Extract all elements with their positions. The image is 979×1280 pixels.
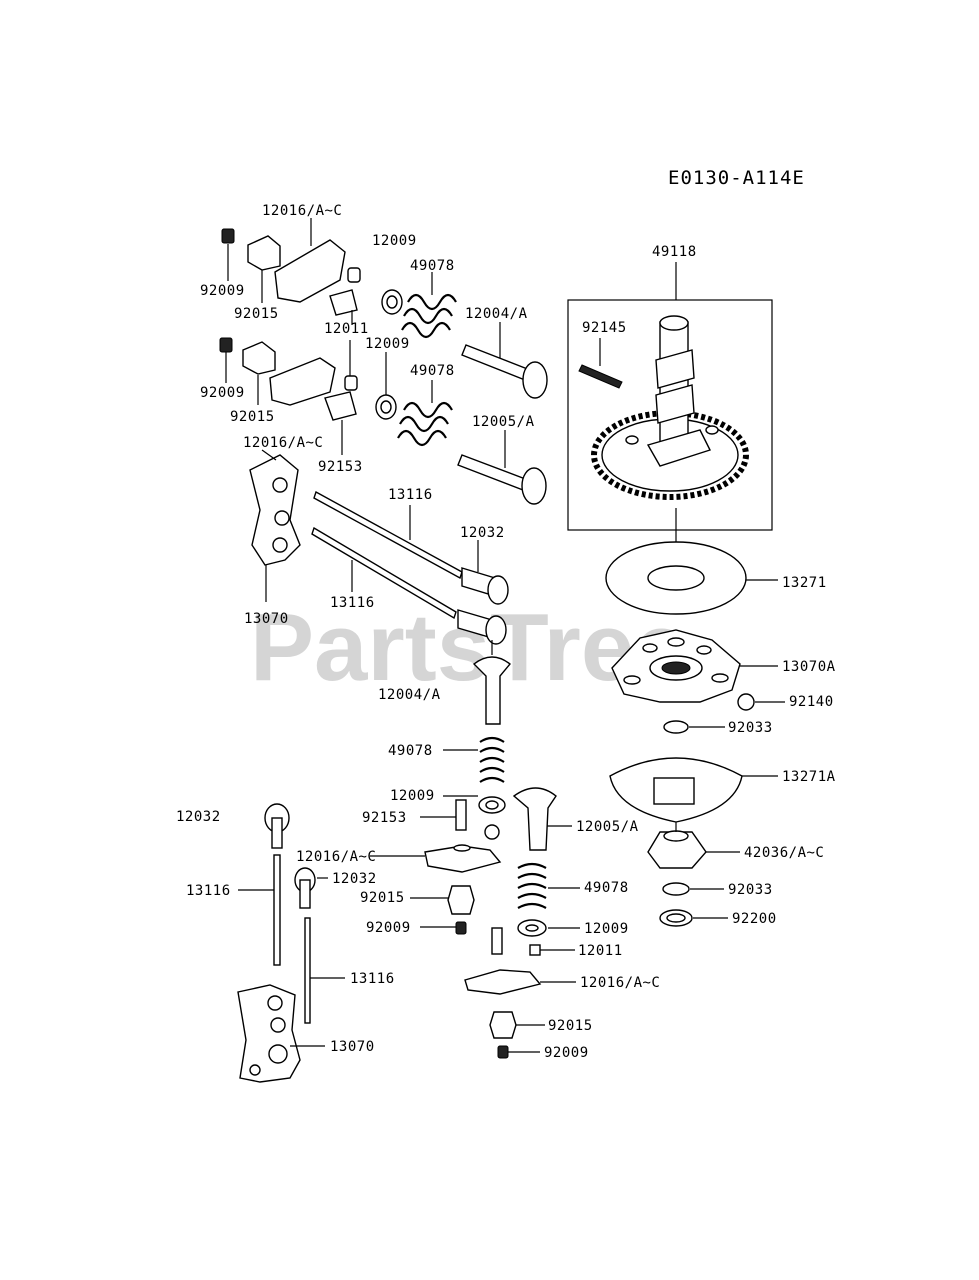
label-12032-a: 12032 xyxy=(460,525,505,541)
label-13116-a: 13116 xyxy=(388,487,433,503)
rocker-plate-13070-lower xyxy=(237,984,325,1083)
label-12011-b: 12011 xyxy=(578,943,623,959)
watermark-text: PartsTree xyxy=(250,594,688,701)
tappet-12032-center-left xyxy=(294,867,328,909)
label-13271A: 13271A xyxy=(782,769,836,785)
label-92009-d: 92009 xyxy=(544,1045,589,1061)
label-92009-a: 92009 xyxy=(200,283,245,299)
label-12032-c: 12032 xyxy=(332,871,377,887)
pivot-nut-92015-center xyxy=(410,885,475,915)
intake-valve-12004-upper xyxy=(461,322,548,399)
valve-spring-49078-center-lower xyxy=(517,862,580,909)
adjusting-screw-92009-upper xyxy=(221,228,235,281)
label-92033-b: 92033 xyxy=(728,882,773,898)
tappet-12032-left xyxy=(264,803,290,849)
label-13116-b: 13116 xyxy=(330,595,375,611)
ball-92140 xyxy=(737,693,785,711)
pivot-bolt-12011-upper xyxy=(329,289,358,325)
rocker-arm-12016-lower xyxy=(464,969,576,995)
pivot-nut-92015-lower-center xyxy=(489,1011,545,1039)
label-12009-d: 12009 xyxy=(584,921,629,937)
pivot-bolt-12011-lower xyxy=(491,927,575,956)
label-92009-c: 92009 xyxy=(366,920,411,936)
label-49118: 49118 xyxy=(652,244,697,260)
label-49078-b: 49078 xyxy=(410,363,455,379)
adjusting-screw-92009-center xyxy=(420,921,467,935)
plate-13271 xyxy=(605,541,778,615)
rocker-arm-12016-lower xyxy=(269,340,358,406)
label-12004-b: 12004/A xyxy=(378,687,441,703)
camshaft-assembly-box-49118 xyxy=(567,262,773,531)
push-rod-13116-left xyxy=(238,854,281,966)
label-49078-d: 49078 xyxy=(584,880,629,896)
label-12016-b: 12016/A~C xyxy=(243,435,323,451)
label-13271: 13271 xyxy=(782,575,827,591)
label-92015-c: 92015 xyxy=(360,890,405,906)
label-13116-c: 13116 xyxy=(186,883,231,899)
label-49078-a: 49078 xyxy=(410,258,455,274)
pivot-nut-92015-lower xyxy=(242,341,276,405)
label-92140: 92140 xyxy=(789,694,834,710)
push-rods-13116-upper xyxy=(311,490,463,620)
label-13070A: 13070A xyxy=(782,659,836,675)
intake-valve-12004-lower xyxy=(472,640,512,725)
spring-retainer-12009-center-lower xyxy=(517,919,580,937)
label-12009-a: 12009 xyxy=(372,233,417,249)
label-42036: 42036/A~C xyxy=(744,845,824,861)
pivot-bolt-92153-center xyxy=(420,799,500,840)
label-12016-c: 12016/A~C xyxy=(296,849,376,865)
label-12011-a: 12011 xyxy=(324,321,369,337)
label-92015-d: 92015 xyxy=(548,1018,593,1034)
label-92015-b: 92015 xyxy=(230,409,275,425)
cup-13271A xyxy=(609,757,778,823)
label-13070-b: 13070 xyxy=(330,1039,375,1055)
valve-spring-49078-upper xyxy=(401,272,457,339)
spring-retainer-12009-center xyxy=(443,795,506,814)
adjusting-screw-92009-lower xyxy=(219,337,233,383)
pivot-bolt-92153-upper xyxy=(324,391,357,455)
label-12005-a: 12005/A xyxy=(472,414,535,430)
label-92009-b: 92009 xyxy=(200,385,245,401)
label-13070-a: 13070 xyxy=(244,611,289,627)
washer-92200 xyxy=(659,909,728,927)
rocker-arm-12016-center xyxy=(370,844,502,873)
valve-spring-49078-center xyxy=(443,736,505,783)
tappets-12032-upper xyxy=(457,540,509,645)
spring-retainer-12009-lower xyxy=(375,352,397,420)
label-12032-b: 12032 xyxy=(176,809,221,825)
label-12016-d: 12016/A~C xyxy=(580,975,660,991)
diagram-code: E0130-A114E xyxy=(668,167,805,189)
label-92153-b: 92153 xyxy=(362,810,407,826)
governor-pin-92145 xyxy=(578,338,623,389)
label-12009-b: 12009 xyxy=(365,336,410,352)
circlip-92033-lower xyxy=(662,882,724,896)
label-12005-b: 12005/A xyxy=(576,819,639,835)
circlip-92033-upper xyxy=(663,720,725,734)
label-12009-c: 12009 xyxy=(390,788,435,804)
label-92145: 92145 xyxy=(582,320,627,336)
rocker-arm-12016-upper xyxy=(274,218,361,303)
label-12016-a: 12016/A~C xyxy=(262,203,342,219)
governor-plate-13070A xyxy=(611,629,778,703)
label-49078-c: 49078 xyxy=(388,743,433,759)
label-92200: 92200 xyxy=(732,911,777,927)
rocker-plate-13070-upper xyxy=(249,449,301,602)
label-92015-a: 92015 xyxy=(234,306,279,322)
label-92153-a: 92153 xyxy=(318,459,363,475)
exhaust-valve-12005-upper xyxy=(457,430,547,505)
label-92033-a: 92033 xyxy=(728,720,773,736)
spring-retainer-12009-upper xyxy=(381,289,403,315)
camshaft-gear-49118 xyxy=(591,315,749,500)
valve-spring-49078-lower xyxy=(397,380,453,447)
label-12004-a: 12004/A xyxy=(465,306,528,322)
label-13116-d: 13116 xyxy=(350,971,395,987)
pivot-nut-92015-upper xyxy=(247,235,281,303)
push-rod-13116-center-left xyxy=(304,917,345,1024)
exhaust-valve-12005-lower xyxy=(512,787,572,851)
sleeve-42036 xyxy=(647,822,740,869)
adjusting-screw-92009-lower-center xyxy=(497,1045,540,1059)
